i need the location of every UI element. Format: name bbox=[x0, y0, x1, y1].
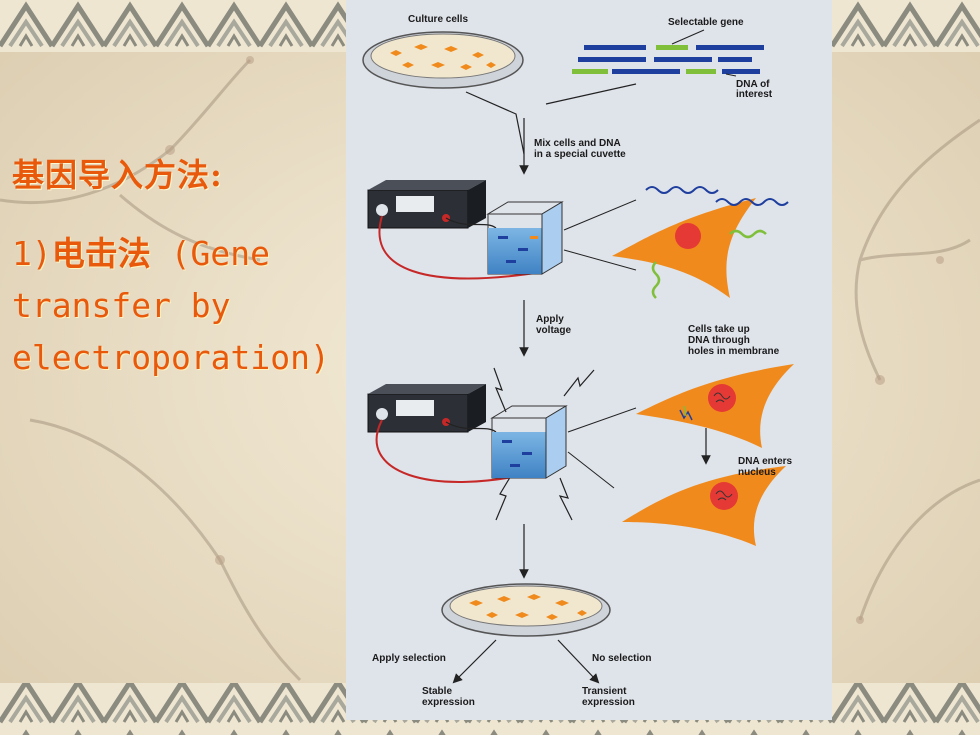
electroporation-figure: Culture cells Selectable gene DNA of int… bbox=[346, 0, 832, 720]
label-dna-enters-2: nucleus bbox=[738, 467, 776, 478]
label-apply-voltage-1: Apply bbox=[536, 314, 564, 325]
method-en-line-3: electroporation) bbox=[12, 338, 330, 377]
label-transient-1: Transient bbox=[582, 686, 627, 697]
power-supply-icon-2 bbox=[367, 384, 486, 433]
method-text: 1)电击法 (Gene transfer by electroporation) bbox=[12, 228, 352, 384]
dna-fragments-icon bbox=[572, 29, 764, 77]
figure-drawing bbox=[362, 29, 794, 684]
selected-culture-dish-icon bbox=[441, 583, 611, 637]
cell-icon bbox=[612, 186, 789, 299]
cuvette-icon-2 bbox=[490, 405, 568, 479]
slide-heading: 基因导入方法: bbox=[12, 156, 223, 194]
label-dna-enters-1: DNA enters bbox=[738, 456, 793, 467]
label-take-up-3: holes in membrane bbox=[688, 346, 780, 357]
label-mix-2: in a special cuvette bbox=[534, 149, 626, 160]
label-dna-of-interest-2: interest bbox=[736, 89, 773, 100]
label-apply-voltage-2: voltage bbox=[536, 325, 572, 336]
method-name-cn: 电击法 bbox=[51, 234, 151, 273]
plum-branch-decoration bbox=[0, 58, 980, 682]
cell-icon-2 bbox=[636, 364, 794, 448]
power-supply-icon bbox=[367, 180, 486, 229]
label-stable-1: Stable bbox=[422, 686, 453, 697]
method-en-line-2: transfer by bbox=[12, 286, 231, 325]
label-dna-of-interest-1: DNA of bbox=[736, 79, 770, 90]
method-prefix: 1) bbox=[12, 234, 52, 273]
cuvette-icon bbox=[486, 201, 564, 275]
label-mix-1: Mix cells and DNA bbox=[534, 138, 621, 149]
label-take-up-2: DNA through bbox=[688, 335, 750, 346]
label-take-up-1: Cells take up bbox=[688, 324, 750, 335]
slide-text: 基因导入方法: 1)电击法 (Gene transfer by electrop… bbox=[12, 150, 352, 384]
label-apply-selection: Apply selection bbox=[372, 653, 446, 664]
label-no-selection: No selection bbox=[592, 653, 652, 664]
label-selectable-gene: Selectable gene bbox=[668, 17, 744, 28]
cell-icon-3 bbox=[622, 466, 786, 546]
method-en-line-1: (Gene bbox=[150, 234, 270, 273]
label-transient-2: expression bbox=[582, 697, 635, 708]
culture-dish-icon bbox=[362, 31, 524, 89]
label-stable-2: expression bbox=[422, 697, 475, 708]
label-culture-cells: Culture cells bbox=[408, 14, 469, 25]
